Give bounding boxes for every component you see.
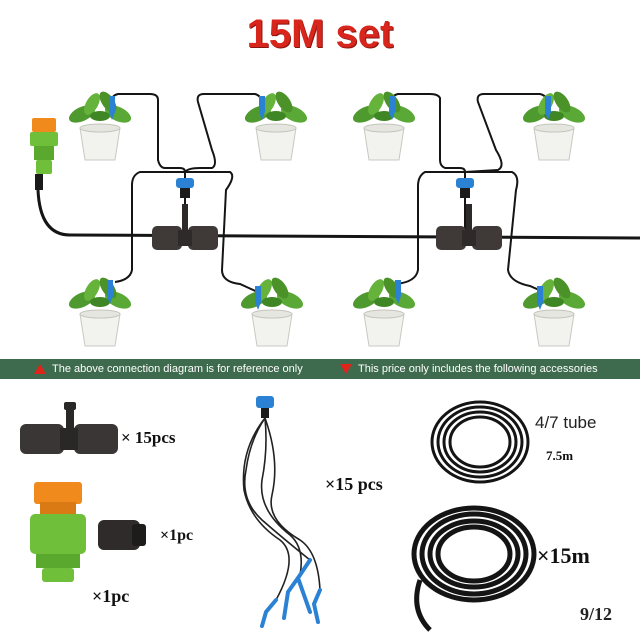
warning-triangle-icon	[34, 364, 46, 374]
faucet-adapter-quantity: ×1pc	[92, 586, 130, 606]
banner-right-text: This price only includes the following a…	[358, 363, 598, 375]
small-tube-label: 4/7 tube	[535, 413, 597, 432]
end-plug-accessory	[98, 520, 146, 550]
faucet-adapter-diagram	[30, 118, 58, 190]
tube-coil-large	[411, 505, 537, 632]
plant-pot-icon	[519, 88, 589, 161]
page-title: 15M set	[246, 12, 394, 56]
tee-quantity: × 15pcs	[121, 428, 176, 447]
dripper-quantity: ×15 pcs	[325, 474, 383, 494]
dripper-hub-right	[456, 178, 474, 198]
dripper-hub-left	[176, 178, 194, 198]
plant-pot-icon	[349, 274, 419, 347]
banner-note-left: The above connection diagram is for refe…	[34, 359, 303, 379]
info-banner: The above connection diagram is for refe…	[0, 359, 640, 379]
plant-pot-icon	[65, 88, 135, 161]
end-plug-quantity: ×1pc	[160, 527, 194, 544]
tee-connector-accessory	[20, 402, 118, 454]
tee-connector-right	[436, 204, 502, 250]
down-triangle-icon	[340, 364, 352, 374]
plant-pot-icon	[349, 88, 419, 161]
plant-pot-icon	[237, 274, 307, 347]
dripper-bundle-accessory	[242, 396, 322, 628]
tee-connector-left	[152, 204, 218, 250]
faucet-adapter-accessory	[30, 482, 86, 582]
banner-left-text: The above connection diagram is for refe…	[52, 363, 303, 375]
plant-pot-icon	[65, 274, 135, 347]
banner-note-right: This price only includes the following a…	[340, 359, 598, 379]
large-tube-quantity: ×15m	[537, 543, 590, 568]
tube-coil-small	[430, 400, 530, 484]
small-tube-length: 7.5m	[546, 448, 574, 463]
page-number: 9/12	[580, 604, 613, 624]
plant-pot-icon	[241, 88, 311, 161]
